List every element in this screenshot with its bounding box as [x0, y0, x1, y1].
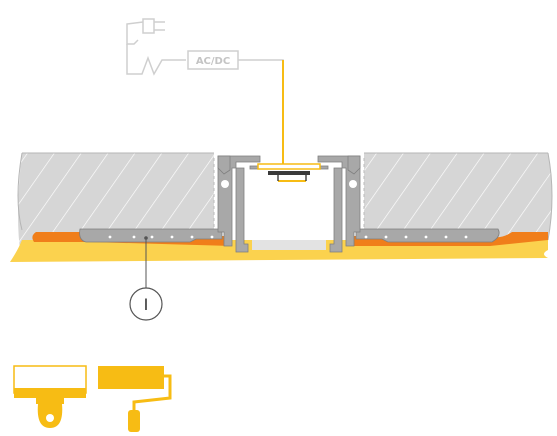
- paint-roller-icon: [98, 366, 172, 432]
- led-strip: [257, 163, 321, 182]
- mounting-holes: [221, 180, 357, 188]
- callout-label: I: [144, 295, 149, 314]
- flange-dots: [108, 235, 468, 239]
- power-supply-icon: AC/DC: [187, 50, 284, 150]
- callout: I: [129, 236, 163, 321]
- diffuser: [252, 240, 326, 250]
- power-supply-label: AC/DC: [196, 56, 230, 67]
- wall-right: [364, 152, 553, 241]
- putty-knife-icon: [13, 365, 87, 428]
- plug-icon: [126, 18, 186, 76]
- aluminium-profile: [79, 155, 500, 253]
